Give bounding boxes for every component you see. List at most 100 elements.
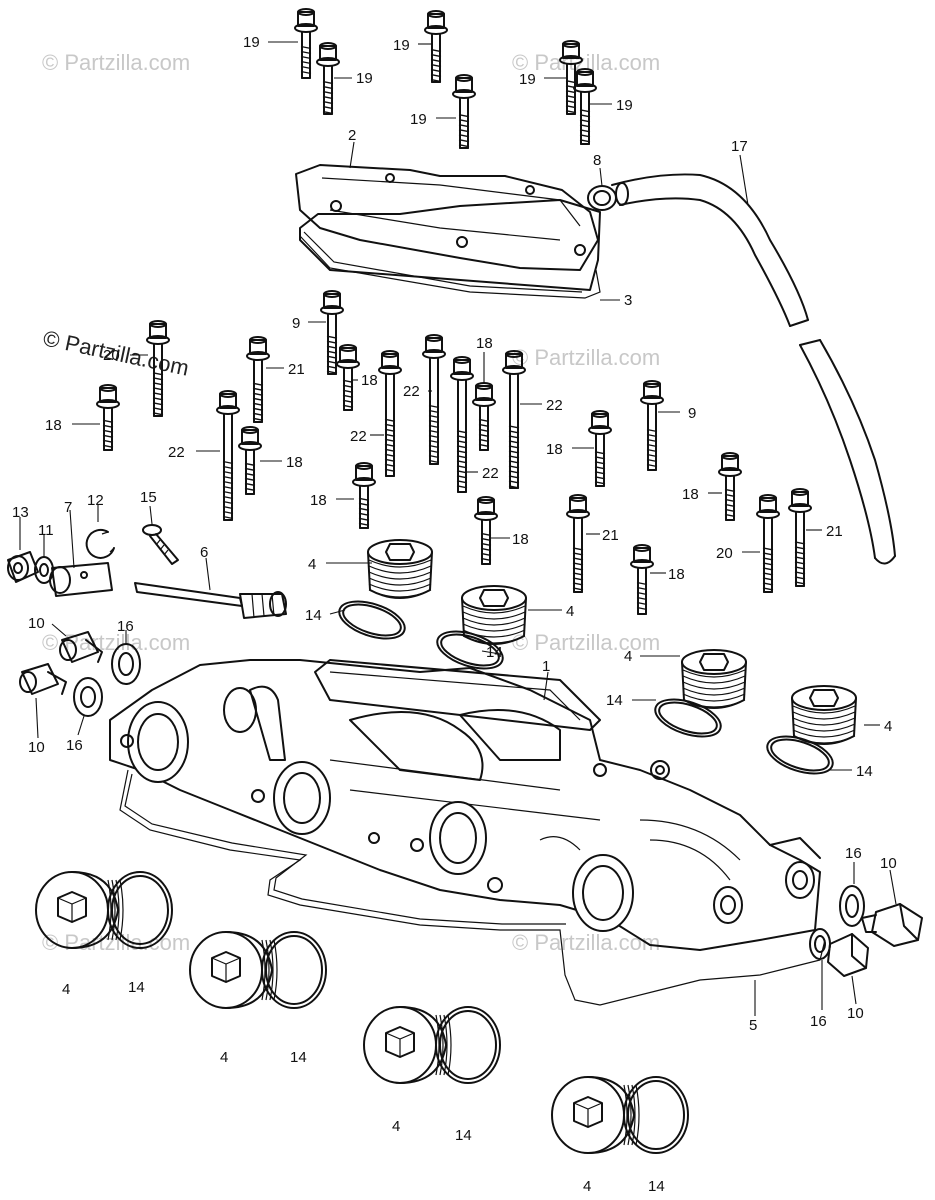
o-ring[interactable] <box>623 1076 689 1154</box>
flange-bolt[interactable] <box>452 74 476 149</box>
label-20: 20 <box>716 545 733 562</box>
flange-bolt[interactable] <box>146 320 170 417</box>
label-22: 22 <box>482 465 499 482</box>
flange-bolt[interactable] <box>718 452 742 521</box>
flange-bolt[interactable] <box>378 350 402 477</box>
label-2: 2 <box>348 127 356 144</box>
label-3: 3 <box>624 292 632 309</box>
label-14: 14 <box>856 763 873 780</box>
hex-plug[interactable] <box>551 1076 640 1154</box>
flange-bolt[interactable] <box>246 336 270 423</box>
label-18: 18 <box>546 441 563 458</box>
sealing-washer-right[interactable] <box>839 885 865 927</box>
watermark: © Partzilla.com <box>512 630 660 655</box>
breather-cover[interactable] <box>295 164 601 291</box>
sealing-washer-right-2[interactable] <box>809 928 831 960</box>
flange-bolt[interactable] <box>424 10 448 83</box>
flange-bolt[interactable] <box>336 344 360 411</box>
sleeve[interactable] <box>49 562 113 597</box>
label-19: 19 <box>519 71 536 88</box>
flange-bolt[interactable] <box>294 8 318 79</box>
threaded-plug[interactable] <box>791 685 857 745</box>
bottom-plug-group <box>35 871 689 1154</box>
threaded-plug[interactable] <box>681 649 747 709</box>
head-gasket <box>119 769 826 1006</box>
o-ring[interactable] <box>651 692 726 743</box>
label-22: 22 <box>546 397 563 414</box>
flange-bolt[interactable] <box>472 382 496 451</box>
label-4: 4 <box>624 648 632 665</box>
flange-bolt[interactable] <box>502 350 526 489</box>
hex-plug[interactable] <box>35 871 124 949</box>
o-ring[interactable] <box>435 1006 501 1084</box>
watermark: © Partzilla.com <box>512 345 660 370</box>
drain-screw-right-2[interactable] <box>827 933 869 977</box>
label-16: 16 <box>117 618 134 635</box>
drain-screw-right[interactable] <box>861 903 923 947</box>
flange-bolt[interactable] <box>756 494 780 593</box>
label-14: 14 <box>128 979 145 996</box>
label-4: 4 <box>392 1118 400 1135</box>
label-16: 16 <box>66 737 83 754</box>
label-19: 19 <box>410 111 427 128</box>
flange-bolt[interactable] <box>588 410 612 487</box>
label-14: 14 <box>305 607 322 624</box>
o-ring[interactable] <box>261 931 327 1009</box>
flange-bolt[interactable] <box>630 544 654 615</box>
cylinder-head[interactable] <box>109 659 821 951</box>
label-18: 18 <box>682 486 699 503</box>
label-16: 16 <box>810 1013 827 1030</box>
label-6: 6 <box>200 544 208 561</box>
sealing-washer-left-2[interactable] <box>73 677 103 717</box>
label-4: 4 <box>884 718 892 735</box>
cover-gasket <box>299 231 601 299</box>
label-5: 5 <box>749 1017 757 1034</box>
flange-bolt[interactable] <box>573 68 597 145</box>
label-15: 15 <box>140 489 157 506</box>
drain-screw-left-2[interactable] <box>19 663 67 695</box>
threaded-plug[interactable] <box>461 585 527 645</box>
label-16: 16 <box>845 845 862 862</box>
o-ring[interactable] <box>433 624 508 675</box>
o-ring[interactable] <box>335 594 410 645</box>
label-4: 4 <box>62 981 70 998</box>
screw[interactable] <box>142 524 179 565</box>
label-18: 18 <box>668 566 685 583</box>
label-19: 19 <box>243 34 260 51</box>
label-4: 4 <box>220 1049 228 1066</box>
o-ring[interactable] <box>107 871 173 949</box>
flange-bolt[interactable] <box>450 356 474 493</box>
label-9: 9 <box>292 315 300 332</box>
hex-plug[interactable] <box>189 931 278 1009</box>
hose-clamp[interactable] <box>587 185 617 211</box>
label-13: 13 <box>12 504 29 521</box>
bolt-group <box>96 8 812 615</box>
drain-screw-left[interactable] <box>59 631 103 663</box>
label-10: 10 <box>847 1005 864 1022</box>
flange-bolt[interactable] <box>216 390 240 521</box>
label-1: 1 <box>542 658 550 675</box>
circlip[interactable] <box>85 528 115 559</box>
flange-bolt[interactable] <box>566 494 590 593</box>
label-19: 19 <box>393 37 410 54</box>
flange-bolt[interactable] <box>422 334 446 465</box>
flange-bolt[interactable] <box>474 496 498 565</box>
label-10: 10 <box>880 855 897 872</box>
label-18: 18 <box>361 372 378 389</box>
flange-bolt[interactable] <box>316 42 340 115</box>
breather-hose[interactable] <box>611 173 896 565</box>
hex-plug[interactable] <box>363 1006 452 1084</box>
o-ring[interactable] <box>763 729 838 780</box>
gear-shaft[interactable] <box>134 582 287 619</box>
label-20: 20 <box>103 347 120 364</box>
flange-bolt[interactable] <box>96 384 120 451</box>
threaded-plug[interactable] <box>367 539 433 599</box>
watermark: © Partzilla.com <box>512 50 660 75</box>
flange-bolt[interactable] <box>238 426 262 495</box>
flange-bolt[interactable] <box>352 462 376 529</box>
flange-bolt[interactable] <box>640 380 664 471</box>
flange-bolt[interactable] <box>788 488 812 587</box>
label-18: 18 <box>286 454 303 471</box>
nut[interactable] <box>7 551 39 583</box>
